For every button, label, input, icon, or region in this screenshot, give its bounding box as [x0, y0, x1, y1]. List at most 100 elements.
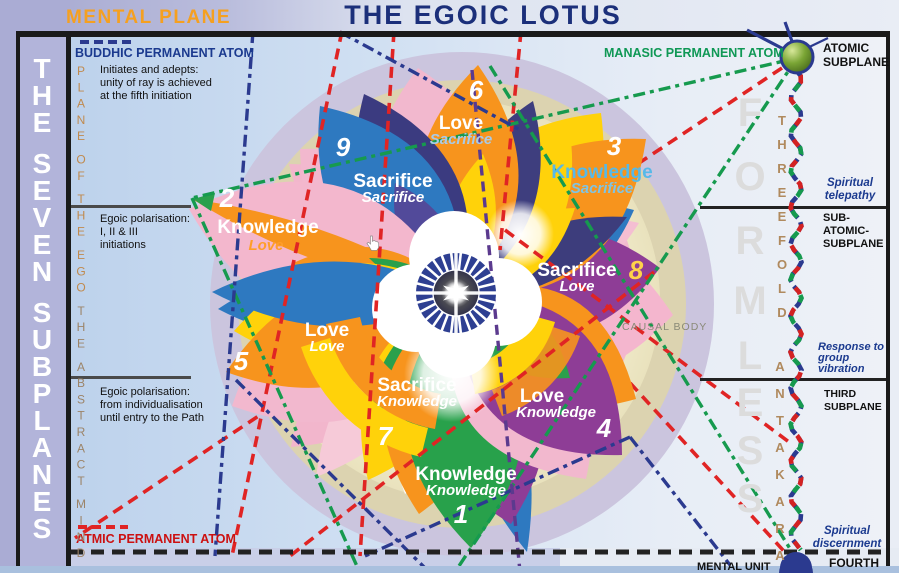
svg-text:K: K: [775, 467, 785, 482]
svg-text:N: N: [77, 530, 86, 544]
svg-text:Knowledge: Knowledge: [415, 464, 516, 485]
svg-text:Egoic polarisation:: Egoic polarisation:: [100, 213, 190, 225]
svg-text:BUDDHIC PERMANENT ATOM: BUDDHIC PERMANENT ATOM: [75, 46, 254, 60]
svg-text:6: 6: [469, 75, 484, 105]
svg-text:Sacrifice: Sacrifice: [362, 189, 425, 206]
svg-text:T: T: [77, 304, 85, 318]
svg-text:L: L: [778, 281, 786, 296]
svg-text:Sacrifice: Sacrifice: [377, 375, 456, 396]
svg-text:A: A: [32, 432, 52, 463]
svg-text:U: U: [32, 324, 52, 355]
svg-text:E: E: [77, 248, 85, 262]
svg-text:S: S: [33, 297, 52, 328]
svg-text:SUB-: SUB-: [823, 212, 850, 224]
svg-text:A: A: [775, 548, 785, 563]
svg-text:L: L: [33, 405, 50, 436]
svg-text:R: R: [736, 219, 765, 263]
svg-text:Love: Love: [248, 237, 283, 254]
svg-text:L: L: [78, 80, 85, 94]
svg-text:L: L: [738, 334, 762, 378]
svg-text:A: A: [77, 441, 85, 455]
svg-text:Spiritual: Spiritual: [824, 525, 871, 537]
svg-text:V: V: [33, 202, 52, 233]
svg-text:S: S: [77, 392, 85, 406]
svg-text:N: N: [775, 386, 784, 401]
svg-text:A: A: [77, 360, 85, 374]
svg-text:E: E: [33, 175, 52, 206]
svg-text:unity of ray is achieved: unity of ray is achieved: [100, 77, 212, 89]
svg-text:telepathy: telepathy: [825, 190, 876, 202]
svg-text:until entry to the Path: until entry to the Path: [100, 412, 204, 424]
svg-text:S: S: [33, 513, 52, 544]
svg-text:5: 5: [234, 346, 249, 376]
svg-text:THE EGOIC LOTUS: THE EGOIC LOTUS: [344, 0, 622, 30]
svg-text:D: D: [77, 546, 86, 560]
svg-text:H: H: [777, 137, 786, 152]
svg-text:S: S: [33, 148, 52, 179]
svg-text:A: A: [775, 359, 785, 374]
svg-text:3: 3: [607, 131, 622, 161]
svg-text:Love: Love: [309, 338, 344, 355]
svg-text:P: P: [33, 378, 52, 409]
svg-text:ATOMIC-: ATOMIC-: [823, 225, 869, 237]
svg-text:ATMIC PERMANENT ATOM: ATMIC PERMANENT ATOM: [76, 532, 236, 546]
svg-text:R: R: [777, 161, 787, 176]
svg-text:H: H: [32, 80, 52, 111]
svg-text:Knowledge: Knowledge: [377, 393, 457, 410]
svg-text:Love: Love: [559, 278, 594, 295]
svg-text:THIRD: THIRD: [824, 388, 856, 400]
svg-text:B: B: [77, 376, 85, 390]
svg-text:Sacrifice: Sacrifice: [430, 131, 493, 148]
svg-text:CAUSAL BODY: CAUSAL BODY: [622, 321, 707, 333]
svg-text:8: 8: [629, 255, 644, 285]
svg-text:from individualisation: from individualisation: [100, 399, 203, 411]
svg-text:T: T: [77, 409, 85, 423]
svg-text:Knowledge: Knowledge: [516, 404, 596, 421]
svg-text:N: N: [32, 256, 52, 287]
svg-text:Spiritual: Spiritual: [827, 177, 874, 189]
svg-text:H: H: [77, 208, 86, 222]
svg-text:MANASIC PERMANENT ATOM: MANASIC PERMANENT ATOM: [604, 46, 784, 60]
svg-text:P: P: [77, 64, 85, 78]
svg-text:E: E: [778, 185, 787, 200]
svg-text:Love: Love: [305, 320, 349, 341]
svg-text:at the fifth initiation: at the fifth initiation: [100, 90, 192, 102]
svg-text:T: T: [77, 474, 85, 488]
svg-text:E: E: [77, 225, 85, 239]
svg-text:T: T: [778, 113, 786, 128]
svg-text:2: 2: [219, 183, 235, 213]
svg-text:MENTAL PLANE: MENTAL PLANE: [66, 7, 231, 28]
svg-text:Response to: Response to: [818, 341, 884, 353]
svg-text:1: 1: [454, 499, 468, 529]
svg-text:G: G: [76, 264, 85, 278]
svg-text:discernment: discernment: [813, 538, 883, 550]
svg-text:Love: Love: [520, 386, 564, 407]
svg-text:SUBPLANE: SUBPLANE: [824, 401, 882, 413]
svg-text:Egoic polarisation:: Egoic polarisation:: [100, 386, 190, 398]
svg-text:initiations: initiations: [100, 239, 146, 251]
svg-text:Knowledge: Knowledge: [217, 217, 318, 238]
svg-text:Knowledge: Knowledge: [426, 482, 506, 499]
svg-text:T: T: [776, 413, 784, 428]
svg-text:N: N: [32, 459, 52, 490]
svg-text:T: T: [33, 53, 50, 84]
svg-text:A: A: [775, 440, 785, 455]
svg-text:M: M: [76, 497, 86, 511]
svg-text:9: 9: [336, 132, 351, 162]
svg-text:F: F: [738, 91, 762, 135]
svg-text:E: E: [33, 107, 52, 138]
svg-text:O: O: [76, 153, 85, 167]
svg-text:T: T: [77, 192, 85, 206]
svg-text:F: F: [778, 233, 786, 248]
svg-text:SUBPLANE: SUBPLANE: [823, 238, 884, 250]
svg-text:E: E: [778, 209, 787, 224]
svg-text:C: C: [77, 458, 86, 472]
svg-text:H: H: [77, 320, 86, 334]
svg-text:SUBPLANE: SUBPLANE: [823, 55, 889, 69]
svg-text:D: D: [777, 305, 786, 320]
svg-text:E: E: [77, 337, 85, 351]
svg-text:A: A: [77, 97, 85, 111]
svg-text:group: group: [817, 352, 849, 364]
svg-text:O: O: [734, 155, 765, 199]
svg-text:O: O: [76, 281, 85, 295]
